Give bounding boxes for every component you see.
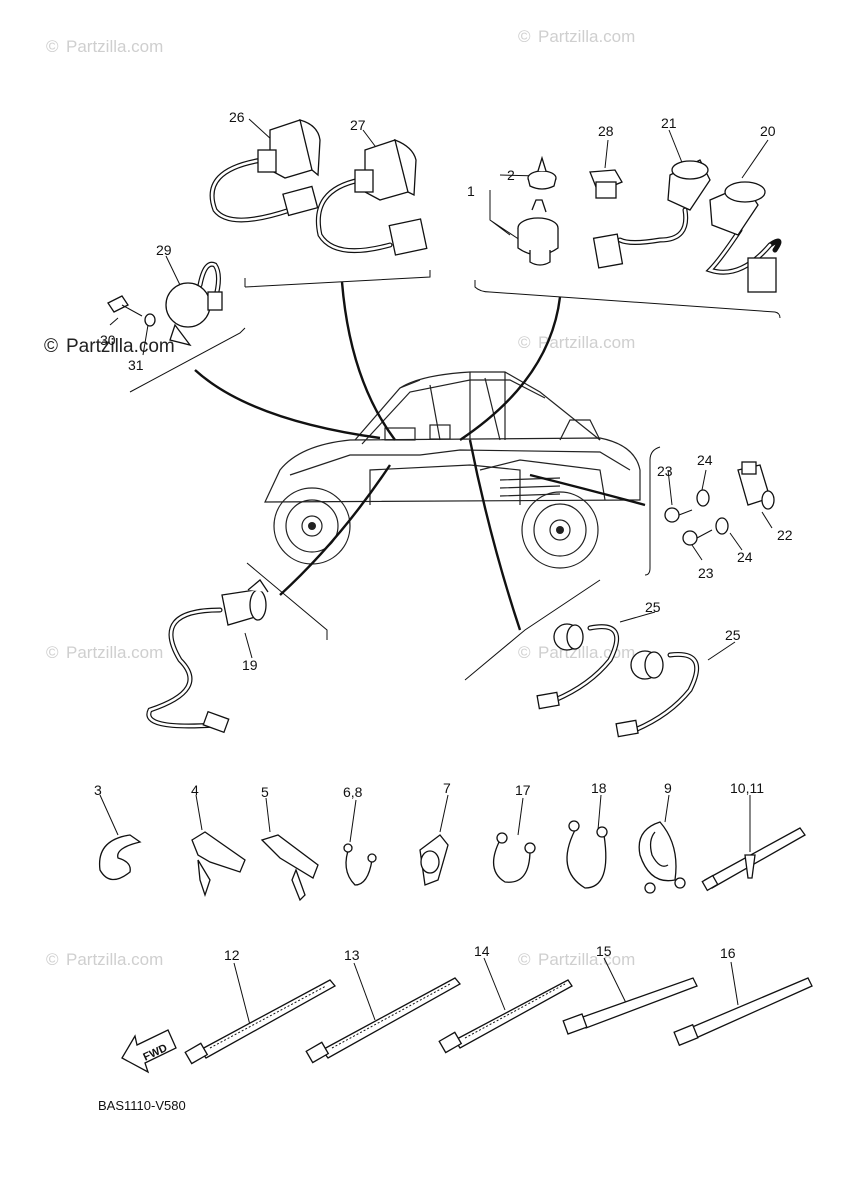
fwd-arrow-icon: FWD [121, 1029, 177, 1074]
diagram-code: BAS1110-V580 [98, 1098, 186, 1113]
callout-19: 19 [242, 657, 258, 673]
callout-22: 22 [777, 527, 793, 543]
tie-16 [673, 977, 813, 1047]
band-18 [566, 820, 608, 889]
callout-28: 28 [598, 123, 614, 139]
callout-21: 21 [661, 115, 677, 131]
plug-28 [589, 169, 623, 199]
callout-24b: 24 [737, 549, 753, 565]
callout-16: 16 [720, 945, 736, 961]
clip-3 [98, 834, 142, 881]
vehicle-illustration [264, 371, 641, 569]
bolt-23a [664, 507, 693, 523]
watermark-text: Partzilla.com [538, 333, 635, 352]
switch-26 [209, 119, 321, 223]
callout-7: 7 [443, 780, 451, 796]
switch-21 [592, 159, 711, 269]
callout-14: 14 [474, 943, 490, 959]
clip-6-8 [343, 843, 377, 886]
callout-1: 1 [467, 183, 475, 199]
band-9 [638, 821, 686, 894]
callout-24a: 24 [697, 452, 713, 468]
tie-10-11 [701, 827, 806, 892]
callout-26: 26 [229, 109, 245, 125]
harness-25a [536, 623, 620, 710]
callout-23b: 23 [698, 565, 714, 581]
washer-24b [715, 517, 729, 535]
callout-4: 4 [191, 782, 199, 798]
rear-wheel [521, 491, 599, 569]
washer-31 [144, 313, 156, 327]
socket-19 [146, 579, 269, 734]
callout-31: 31 [128, 357, 144, 373]
callout-3: 3 [94, 782, 102, 798]
callout-25b: 25 [725, 627, 741, 643]
watermark-symbol: © [46, 950, 59, 969]
bolt-23b [682, 529, 713, 546]
watermark-symbol: © [46, 643, 59, 662]
tie-14 [438, 979, 573, 1054]
clip-5 [260, 834, 319, 902]
callout-6-8: 6,8 [343, 784, 363, 800]
watermark-symbol-dark: © [44, 336, 58, 357]
watermark-text: Partzilla.com [66, 37, 163, 56]
tie-13 [305, 977, 461, 1064]
watermark-text: Partzilla.com [538, 950, 635, 969]
callout-29: 29 [156, 242, 172, 258]
watermark-text: Partzilla.com [66, 950, 163, 969]
watermark-text: Partzilla.com [538, 27, 635, 46]
cap-2 [527, 155, 557, 190]
callout-30: 30 [100, 332, 116, 348]
callout-5: 5 [261, 784, 269, 800]
clip-7 [419, 834, 449, 886]
callout-18: 18 [591, 780, 607, 796]
front-wheel [273, 487, 351, 565]
tie-15 [562, 977, 698, 1035]
callout-25a: 25 [645, 599, 661, 615]
harness-25b [615, 650, 700, 738]
callout-15: 15 [596, 943, 612, 959]
callout-27: 27 [350, 117, 366, 133]
watermark-text: Partzilla.com [66, 643, 163, 662]
clip-4 [191, 831, 246, 898]
watermark-symbol: © [518, 333, 531, 352]
watermark-symbol: © [518, 643, 531, 662]
band-17 [493, 832, 536, 883]
switch-20 [705, 181, 782, 293]
callout-9: 9 [664, 780, 672, 796]
callout-13: 13 [344, 947, 360, 963]
leader-lines [99, 118, 781, 1026]
callout-17: 17 [515, 782, 531, 798]
callout-23a: 23 [657, 463, 673, 479]
switch-27 [315, 138, 428, 256]
watermark-symbol: © [46, 37, 59, 56]
callout-10-11: 10,11 [730, 780, 764, 796]
callout-12: 12 [224, 947, 240, 963]
watermark-symbol: © [518, 27, 531, 46]
watermarks: © Partzilla.com © Partzilla.com © Partzi… [44, 27, 635, 969]
tie-12 [184, 979, 337, 1065]
watermark-text-dark: Partzilla.com [66, 336, 175, 357]
bolt-30 [107, 295, 143, 317]
relay-29 [165, 261, 223, 347]
sensor-22 [737, 461, 775, 510]
watermark-text: Partzilla.com [538, 643, 635, 662]
main-switch-1 [517, 199, 559, 266]
watermark-symbol: © [518, 950, 531, 969]
callout-20: 20 [760, 123, 776, 139]
callout-2: 2 [507, 167, 515, 183]
washer-24a [696, 489, 710, 507]
callout-numbers: 1 2 3 4 5 6,8 7 9 10,11 12 13 14 15 16 1… [94, 109, 793, 963]
